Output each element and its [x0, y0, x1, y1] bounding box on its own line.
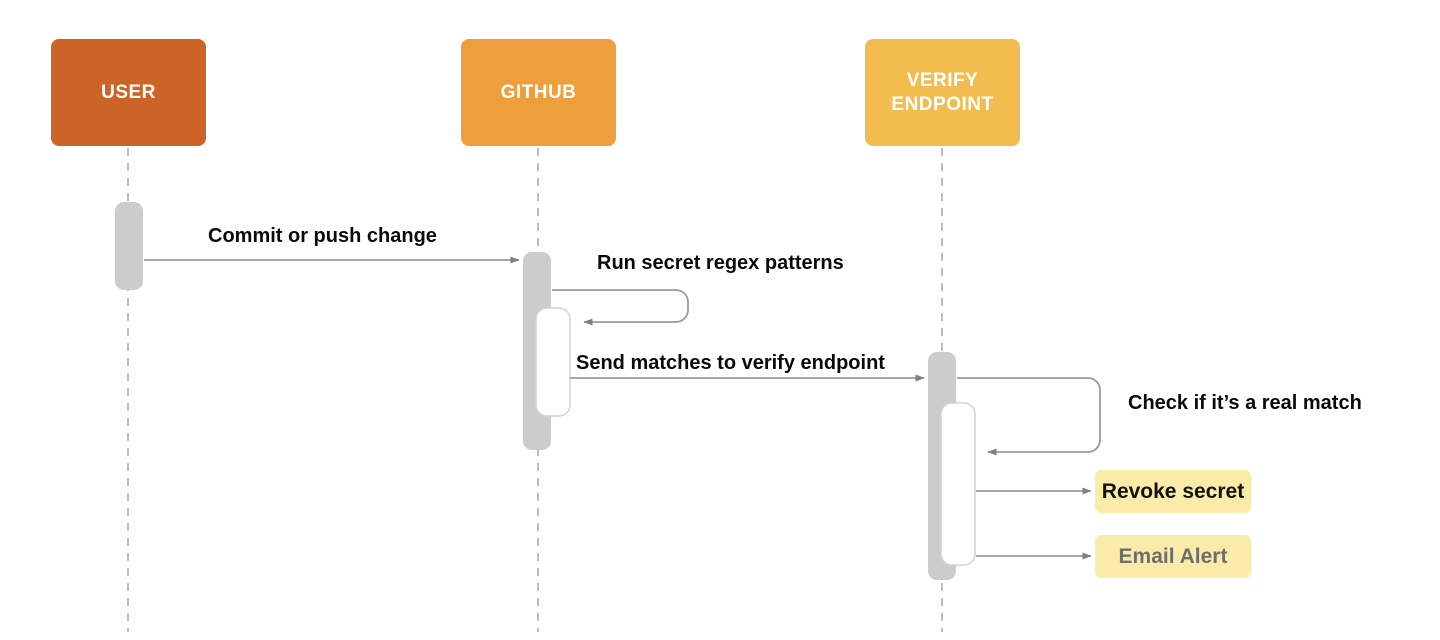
message-label-commit-or-push-change: Commit or push change	[208, 225, 437, 247]
message-label-run-secret-regex-patterns: Run secret regex patterns	[597, 252, 844, 274]
activation-github-inner	[535, 307, 571, 417]
message-label-check-if-its-a-real-match: Check if it’s a real match	[1128, 392, 1362, 414]
actor-label-github: GITHUB	[500, 81, 577, 103]
activation-bars	[115, 202, 976, 580]
note-label-revoke-secret: Revoke secret	[1101, 479, 1245, 503]
actor-label-verify-line-1: VERIFY	[906, 69, 979, 91]
note-label-email-alert: Email Alert	[1118, 544, 1228, 568]
arrow-run-secret-regex-patterns	[552, 289, 689, 326]
activation-user	[115, 202, 143, 290]
actor-box-user[interactable]: USER	[51, 39, 206, 146]
actor-box-github[interactable]: GITHUB	[461, 39, 616, 146]
actor-box-verify-endpoint[interactable]: VERIFY ENDPOINT	[865, 39, 1020, 146]
actor-label-verify-endpoint: VERIFY ENDPOINT	[891, 69, 993, 117]
actor-label-user: USER	[101, 81, 156, 103]
note-box-revoke-secret[interactable]: Revoke secret	[1095, 470, 1251, 513]
note-box-email-alert[interactable]: Email Alert	[1095, 535, 1251, 578]
actor-label-verify-line-2: ENDPOINT	[891, 93, 994, 115]
activation-verify-inner	[940, 402, 976, 566]
message-label-send-matches-to-verify-endpoint: Send matches to verify endpoint	[576, 352, 885, 374]
arrow-check-if-its-a-real-match	[957, 377, 1101, 456]
